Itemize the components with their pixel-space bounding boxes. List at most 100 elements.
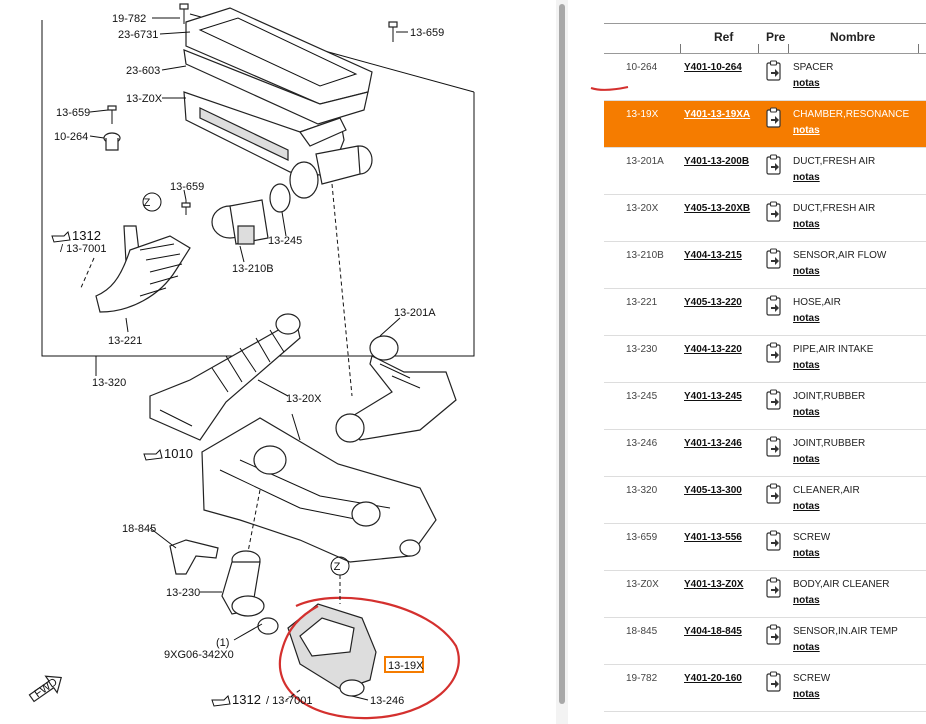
notes-link[interactable]: notas	[793, 219, 820, 230]
resonance-chamber-13-19x[interactable]	[287, 603, 377, 697]
part-ref-link[interactable]: Y405-13-220	[684, 297, 742, 308]
column-header-ref[interactable]: Ref	[714, 30, 734, 44]
callout-1010[interactable]: 1010	[164, 446, 193, 461]
notes-link[interactable]: notas	[793, 548, 820, 559]
air-intake-pipe-13-230[interactable]	[221, 550, 279, 635]
clipboard-pencil-icon[interactable]	[765, 342, 783, 364]
column-header-pre[interactable]: Pre	[766, 30, 786, 44]
callout-13-19x[interactable]: 13-19X	[388, 660, 424, 672]
part-ref-link[interactable]: Y404-18-845	[684, 626, 742, 637]
callout-13-20x[interactable]: 13-20X	[286, 393, 322, 405]
callout-1312-bottom[interactable]: 1312	[232, 692, 261, 707]
clipboard-pencil-icon[interactable]	[765, 483, 783, 505]
scrollbar-thumb[interactable]	[559, 4, 565, 704]
notes-link[interactable]: notas	[793, 313, 820, 324]
clipboard-pencil-icon[interactable]	[765, 389, 783, 411]
airflow-sensor[interactable]	[211, 199, 269, 245]
callout-13-7001-bottom[interactable]: / 13-7001	[266, 695, 312, 707]
callout-13-320[interactable]: 13-320	[92, 377, 126, 389]
part-ref-link[interactable]: Y401-20-160	[684, 673, 742, 684]
callout-13-7001-top[interactable]: / 13-7001	[60, 243, 106, 255]
part-ref-link[interactable]: Y405-13-300	[684, 485, 742, 496]
diagram-scrollbar[interactable]	[556, 0, 568, 724]
callout-1312-top[interactable]: 1312	[72, 228, 101, 243]
air-temp-sensor[interactable]	[169, 539, 219, 575]
screw-19-782[interactable]	[179, 3, 189, 24]
callout-13-659-mid[interactable]: 13-659	[170, 181, 204, 193]
callout-23-6731[interactable]: 23-6731	[118, 29, 158, 41]
callout-23-603[interactable]: 23-603	[126, 65, 160, 77]
callout-13-659-left[interactable]: 13-659	[56, 107, 90, 119]
callout-13-210b[interactable]: 13-210B	[232, 263, 274, 275]
callout-13-z0x[interactable]: 13-Z0X	[126, 93, 163, 105]
clipboard-pencil-icon[interactable]	[765, 436, 783, 458]
part-ref-link[interactable]: Y401-13-200B	[684, 156, 750, 167]
part-ref-link[interactable]: Y401-10-264	[684, 62, 742, 73]
air-cleaner-body[interactable]	[183, 91, 373, 185]
spacer-10-264[interactable]	[103, 132, 121, 151]
part-ref-link[interactable]: Y401-13-245	[684, 391, 742, 402]
callout-13-659-top[interactable]: 13-659	[410, 27, 444, 39]
notes-link[interactable]: notas	[793, 266, 820, 277]
screw-13-659-top[interactable]	[388, 21, 398, 42]
intake-manifold-assembly[interactable]	[201, 413, 437, 563]
callout-10-264[interactable]: 10-264	[54, 131, 88, 143]
part-ref-link[interactable]: Y404-13-220	[684, 344, 742, 355]
callout-13-246[interactable]: 13-246	[370, 695, 404, 707]
notes-link[interactable]: notas	[793, 125, 820, 136]
notes-link[interactable]: notas	[793, 360, 820, 371]
callout-13-201a[interactable]: 13-201A	[394, 307, 436, 319]
air-hose-13-221[interactable]	[95, 225, 191, 313]
part-ref-link[interactable]: Y401-13-246	[684, 438, 742, 449]
air-cleaner-cover[interactable]	[183, 7, 373, 125]
notes-link[interactable]: notas	[793, 78, 820, 89]
column-header-nombre[interactable]: Nombre	[830, 30, 876, 44]
callout-9xg06[interactable]: 9XG06-342X0	[164, 649, 234, 661]
notes-link[interactable]: notas	[793, 454, 820, 465]
part-ref-link[interactable]: Y404-13-215	[684, 250, 742, 261]
clipboard-pencil-icon[interactable]	[765, 107, 783, 129]
notes-link[interactable]: notas	[793, 595, 820, 606]
screw-13-659-left[interactable]	[107, 105, 117, 124]
clipboard-pencil-icon[interactable]	[765, 248, 783, 270]
part-ref-link[interactable]: Y401-13-556	[684, 532, 742, 543]
clipboard-pencil-icon[interactable]	[765, 530, 783, 552]
notes-link[interactable]: notas	[793, 172, 820, 183]
clipboard-pencil-icon[interactable]	[765, 201, 783, 223]
clipboard-pencil-icon[interactable]	[765, 154, 783, 176]
joint-rubber-13-245[interactable]	[269, 161, 319, 213]
clipboard-pencil-icon[interactable]	[765, 60, 783, 82]
notes-link[interactable]: notas	[793, 501, 820, 512]
fresh-air-duct-13-201a[interactable]	[335, 335, 457, 443]
part-ref-link[interactable]: Y401-13-Z0X	[684, 579, 744, 590]
callout-19-782[interactable]: 19-782	[112, 13, 146, 25]
clipboard-pencil-icon[interactable]	[765, 295, 783, 317]
callout-13-245[interactable]: 13-245	[268, 235, 302, 247]
notes-link[interactable]: notas	[793, 642, 820, 653]
fresh-air-duct-13-20x[interactable]	[149, 313, 301, 441]
clipboard-pencil-icon[interactable]	[765, 624, 783, 646]
screw-13-659-mid[interactable]	[181, 200, 191, 215]
callout-13-230[interactable]: 13-230	[166, 587, 200, 599]
clipboard-pencil-icon[interactable]	[765, 577, 783, 599]
callout-18-845[interactable]: 18-845	[122, 523, 156, 535]
part-ref-link[interactable]: Y405-13-20XB	[684, 203, 751, 214]
notes-link[interactable]: notas	[793, 407, 820, 418]
callout-13-221[interactable]: 13-221	[108, 335, 142, 347]
clipboard-pencil-icon[interactable]	[765, 671, 783, 693]
part-ref-link[interactable]: Y401-13-19XA	[684, 109, 751, 120]
